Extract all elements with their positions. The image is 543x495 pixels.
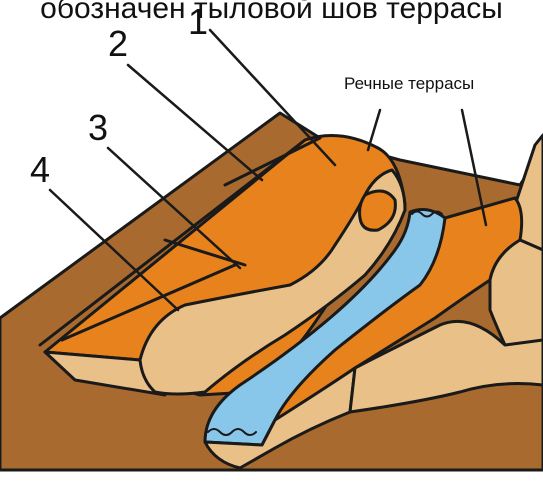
label-2: 2	[108, 26, 128, 62]
label-3: 3	[88, 110, 108, 146]
pointer-terrace-a	[368, 110, 380, 150]
label-1: 1	[188, 4, 208, 40]
pointer-2	[128, 65, 262, 180]
caption-text: обозначен тыловой шов террасы	[0, 0, 543, 32]
label-4: 4	[30, 152, 50, 188]
label-river-terraces: Речные террасы	[344, 74, 474, 94]
